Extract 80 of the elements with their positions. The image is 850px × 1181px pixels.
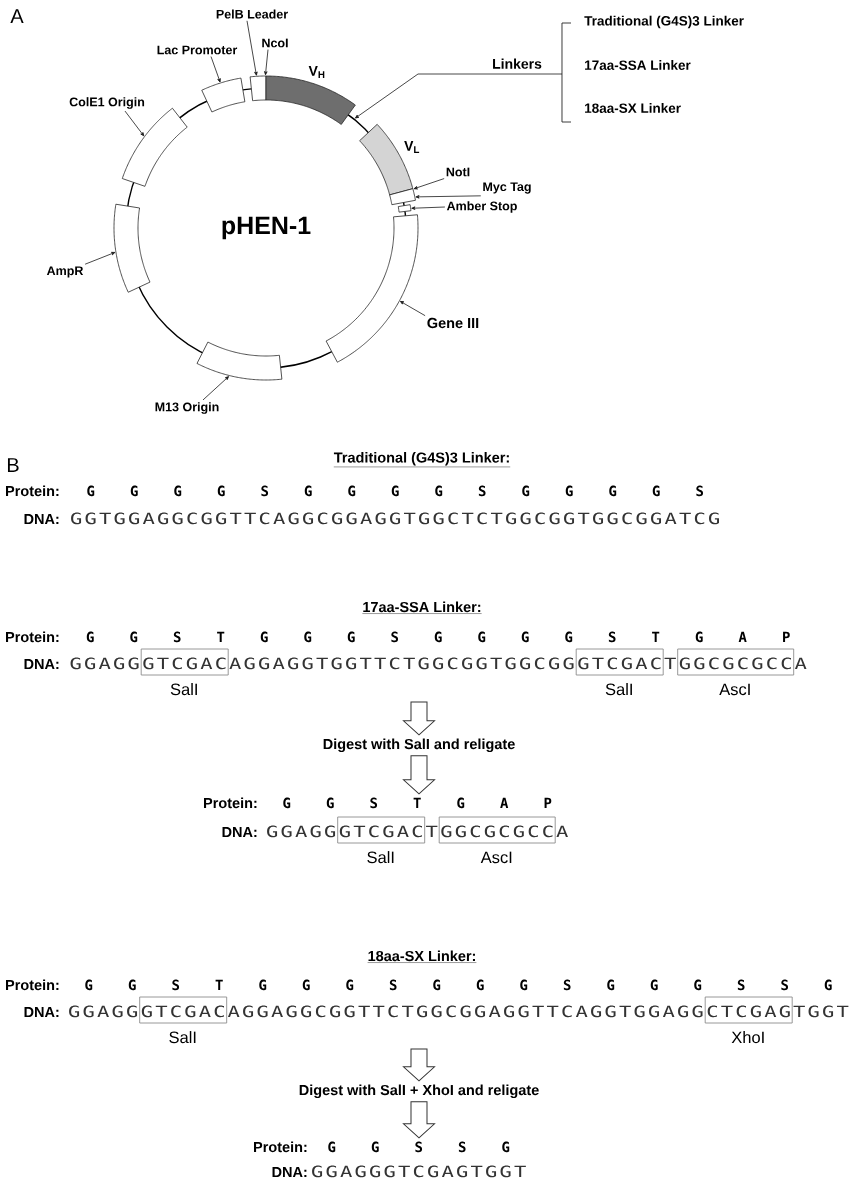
- leader-arrow: [411, 206, 446, 210]
- row-label: Protein:: [6, 485, 59, 497]
- plasmid-segment: [196, 341, 283, 381]
- plasmid-segment: [397, 204, 412, 213]
- protein-sequence: G G S S G: [328, 1141, 510, 1153]
- linker-heading: 17aa-SSA Linker:: [362, 601, 482, 614]
- enzyme-label: SalI: [169, 1031, 196, 1044]
- enzyme-label: SalI: [170, 683, 197, 696]
- feature-label: PelB Leader: [216, 9, 288, 19]
- plasmid-segment: [325, 214, 419, 363]
- feature-label: Lac Promoter: [157, 45, 238, 55]
- restriction-site-box: CTCGAG: [704, 996, 793, 1024]
- linkers-label: Linkers: [493, 58, 542, 69]
- plasmid-segment: [201, 77, 246, 113]
- enzyme-label: AscI: [480, 851, 512, 864]
- restriction-site-box: GTCGAC: [575, 648, 664, 676]
- feature-label: Myc Tag: [483, 182, 531, 194]
- plasmid-segment: [113, 203, 151, 293]
- dna-sequence: AGGAGGCGGTTCTGGCGGAGGTTCAGGTGGAGG: [227, 1005, 703, 1018]
- row-label: Protein:: [254, 1141, 307, 1153]
- linker-name: 17aa-SSA Linker: [585, 60, 691, 70]
- segment-label: V$_{L}$: [404, 141, 420, 153]
- feature-label: M13 Origin: [155, 402, 219, 414]
- dna-sequence: T: [664, 657, 676, 669]
- feature-label: AmpR: [46, 266, 84, 278]
- row-label: Protein:: [6, 631, 59, 643]
- restriction-site-box: GTCGAC: [337, 816, 426, 844]
- feature-label: Amber Stop: [446, 201, 517, 213]
- feature-label: NcoI: [262, 38, 288, 48]
- down-arrow: [403, 1101, 435, 1139]
- panel-letter: B: [8, 458, 19, 472]
- row-label: Protein:: [6, 979, 59, 991]
- step-label: Digest with SalI and religate: [323, 738, 515, 753]
- linker-heading: Traditional (G4S)3 Linker:: [333, 452, 511, 468]
- feature-label: ColE1 Origin: [69, 97, 145, 109]
- enzyme-label: XhoI: [731, 1031, 764, 1044]
- row-label: Protein:: [204, 797, 257, 809]
- dna-sequence: AGGAGGTGGTTCTGGCGGTGGCGG: [229, 657, 574, 670]
- leader-arrow: [202, 376, 229, 401]
- dna-sequence: GGAGGGTCGAGTGGT: [312, 1165, 526, 1178]
- leader-arrow: [246, 20, 258, 76]
- row-label: DNA:: [272, 1167, 307, 1177]
- row-label: DNA:: [24, 659, 59, 669]
- leader-arrow: [413, 178, 445, 190]
- enzyme-label: AscI: [719, 683, 750, 696]
- leader-arrow: [415, 195, 482, 199]
- leader-arrow: [399, 300, 426, 317]
- plasmid-segment: [389, 188, 416, 206]
- down-arrow: [403, 755, 435, 795]
- step-label: Digest with SalI + XhoI and religate: [299, 1084, 539, 1099]
- restriction-site-box: GGCGCGCC: [438, 816, 556, 844]
- down-arrow: [403, 701, 435, 736]
- feature-label: Gene III: [427, 317, 479, 329]
- protein-sequence: G G S T G A P: [283, 797, 552, 809]
- leader-arrow: [124, 110, 145, 137]
- enzyme-label: SalI: [367, 851, 394, 864]
- protein-sequence: G G S T G G G S G G G S G G G S S G: [85, 979, 832, 991]
- restriction-site-box: GTCGAC: [139, 996, 228, 1024]
- enzyme-label: SalI: [605, 683, 632, 696]
- leader-arrow: [84, 251, 116, 265]
- restriction-site-box: GGCGCGCC: [677, 648, 795, 676]
- panel-letter: A: [10, 9, 24, 23]
- protein-sequence: G G S T G G G S G G G G S T G A P: [86, 631, 790, 643]
- row-label: DNA:: [24, 514, 59, 524]
- leader-arrow: [264, 49, 269, 76]
- linker-name: Traditional (G4S)3 Linker: [584, 15, 744, 29]
- dna-sequence: T: [426, 825, 438, 837]
- down-arrow: [403, 1048, 435, 1082]
- linker-name: 18aa-SX Linker: [585, 103, 681, 113]
- plasmid-segment: [249, 75, 267, 102]
- linker-heading: 18aa-SX Linker:: [367, 950, 477, 963]
- row-label: DNA:: [222, 827, 257, 837]
- segment-label: V$_{H}$: [308, 66, 325, 78]
- dna-sequence: GGTGGAGGCGGTTCAGGCGGAGGTGGCTCTGGCGGTGGCGGATCG: [71, 512, 719, 525]
- protein-sequence: G G G G S G G G G S G G G G S: [87, 485, 704, 497]
- leader-arrow: [210, 56, 221, 83]
- row-label: DNA:: [24, 1007, 59, 1017]
- feature-label: NotI: [446, 167, 470, 177]
- leader-arrow: [355, 73, 563, 119]
- restriction-site-box: GTCGAC: [140, 648, 229, 676]
